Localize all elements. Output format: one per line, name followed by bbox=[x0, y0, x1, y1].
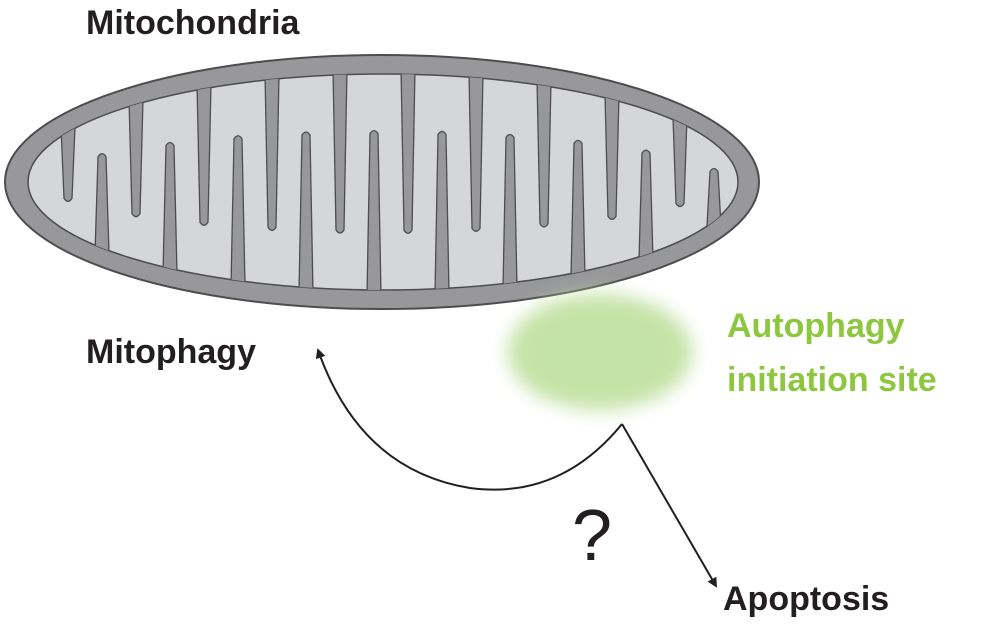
crista-fold bbox=[502, 133, 518, 289]
cristae bbox=[60, 74, 722, 290]
crista-fold bbox=[366, 129, 382, 290]
apoptosis-label: Apoptosis bbox=[723, 580, 890, 618]
autophagy-label-line2: initiation site bbox=[727, 361, 937, 399]
crista-fold bbox=[230, 135, 246, 287]
crista-fold bbox=[60, 126, 76, 203]
crista-fold bbox=[638, 149, 654, 261]
crista-fold bbox=[468, 74, 484, 232]
crista-fold bbox=[400, 74, 416, 234]
crista-fold bbox=[604, 93, 620, 221]
mitochondria-label: Mitochondria bbox=[86, 4, 300, 42]
autophagy-label-line1: Autophagy bbox=[727, 307, 905, 345]
crista-fold bbox=[94, 153, 110, 254]
autophagy-initiation-site bbox=[508, 294, 692, 410]
mitophagy-arrow bbox=[315, 348, 623, 491]
crista-fold bbox=[706, 167, 722, 227]
crista-fold bbox=[298, 131, 314, 290]
mitophagy-label: Mitophagy bbox=[86, 333, 256, 371]
crista-fold bbox=[434, 130, 450, 290]
crista-fold bbox=[672, 117, 688, 208]
crista-fold bbox=[332, 74, 348, 234]
apoptosis-arrow bbox=[621, 423, 718, 588]
crista-fold bbox=[536, 80, 552, 228]
crista-fold bbox=[162, 141, 178, 275]
crista-fold bbox=[264, 74, 280, 232]
crista-fold bbox=[570, 139, 586, 278]
mitochondrion bbox=[4, 54, 760, 310]
crista-fold bbox=[128, 98, 144, 218]
question-mark: ? bbox=[572, 496, 613, 576]
crista-fold bbox=[196, 83, 212, 226]
